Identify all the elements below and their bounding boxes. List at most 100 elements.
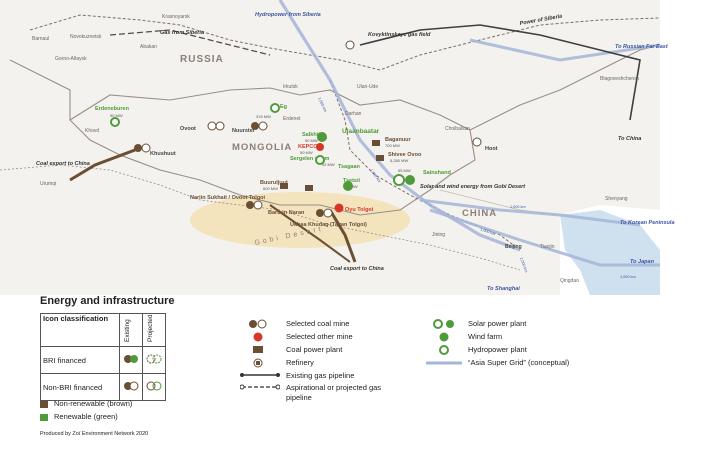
annotation-coal-export-south: Coal export to China — [330, 266, 384, 272]
project-label: Sainshand — [423, 170, 451, 176]
selected-other-mine-icon — [316, 143, 324, 151]
place-label: Khovd — [85, 128, 99, 134]
project-label: Eg — [280, 104, 287, 110]
gobi-desert-area — [190, 192, 410, 248]
country-mongolia: MONGOLIA — [232, 142, 292, 153]
bri-existing-cell — [119, 346, 143, 374]
place-label: Hoot — [485, 146, 498, 152]
col-existing-label: Existing — [124, 319, 131, 342]
grid-distance-label: 1,000 km — [519, 257, 528, 273]
icon-classification-header: Icon classification — [40, 313, 120, 347]
place-label: Beijing — [505, 244, 522, 250]
project-capacity: 50 MW — [300, 150, 313, 155]
grid-distance-label: 1,000 km — [317, 97, 327, 113]
super-grid-east — [419, 198, 641, 227]
energy-map: RUSSIA MONGOLIA CHINA Gobi Desert Krasno… — [0, 0, 675, 295]
project-label: Baruun Naran — [268, 210, 305, 216]
place-label: Urumqi — [40, 181, 56, 187]
coal-power-plant-legend-icon — [253, 346, 263, 353]
coal-mine-icon — [345, 40, 355, 50]
grid-distance-label: 1,000 km — [510, 205, 526, 209]
legend-item-existing-gas-pipeline: Existing gas pipeline — [286, 371, 355, 380]
bri-existing-icon — [124, 355, 138, 363]
legend-item-projected-gas-pipeline: Aspirational or projected gas pipeline — [286, 383, 382, 402]
coal-power-plant-icon — [305, 185, 313, 191]
legend-item-hydropower: Hydropower plant — [468, 345, 527, 354]
coal-mine-legend-icon — [249, 319, 267, 329]
mongolia-border — [69, 87, 476, 216]
legend-item-wind: Wind farm — [468, 332, 503, 341]
project-label: Buuruljuut — [260, 180, 288, 186]
coal-mine-icon — [207, 121, 225, 131]
legend-item-coal-mine: Selected coal mine — [286, 319, 350, 328]
place-label: Tsagaan — [338, 164, 361, 170]
legend-item-refinery: Refinery — [286, 358, 314, 367]
wind-farm-icon — [317, 132, 327, 142]
project-label: Erdeneburen — [95, 106, 130, 112]
annotation-to-shanghai: To Shanghai — [487, 286, 520, 292]
place-label: Jining — [432, 232, 445, 238]
non-bri-projected-icon — [146, 381, 162, 391]
russia-kaz-border — [9, 59, 71, 120]
hydropower-icon — [110, 117, 120, 127]
coal-export-arrow-south — [328, 209, 357, 263]
map-legend: Energy and infrastructure Icon classific… — [0, 295, 709, 458]
project-label: Oyu Tolgoi — [345, 207, 374, 213]
project-label: Sergelen soum — [290, 156, 330, 162]
place-label: Irkutsk — [283, 84, 298, 90]
col-projected: Projected — [142, 313, 166, 347]
hydropower-icon — [270, 103, 280, 113]
coal-mine-icon — [316, 208, 333, 218]
place-label: Abakan — [140, 44, 157, 50]
icon-classification-table: Icon classification Existing Projected B… — [40, 313, 166, 401]
project-label: Baganuur — [385, 137, 412, 143]
renewable-label: Renewable (green) — [54, 412, 118, 421]
legend-item-coal-power-plant: Coal power plant — [286, 345, 343, 354]
place-label: Darhan — [345, 111, 362, 117]
project-label: KEPCO — [298, 144, 318, 150]
country-china: CHINA — [462, 208, 497, 219]
solar-plant-icon — [315, 155, 325, 165]
place-label: Tianjin — [540, 244, 555, 250]
russia-china-border — [469, 44, 661, 131]
country-russia: RUSSIA — [180, 54, 224, 65]
annotation-to-korean-peninsula: To Korean Peninsula — [620, 220, 675, 226]
project-capacity: 90 MW — [110, 113, 123, 118]
super-grid-russia — [469, 38, 661, 62]
place-label: Gorno-Altaysk — [55, 56, 87, 62]
nonrenewable-swatch — [40, 401, 48, 408]
project-capacity: 50 MW — [305, 138, 318, 143]
hydropower-legend-icon — [439, 345, 449, 355]
grid-distance-label: 1,000 km — [480, 227, 496, 236]
place-label: Choibalsan — [445, 126, 470, 132]
place-label: Nuurstei — [232, 128, 255, 134]
col-projected-label: Projected — [147, 314, 154, 342]
row-bri: BRI financed — [40, 346, 120, 374]
project-capacity: 55 MW — [398, 168, 411, 173]
place-label: Erdenet — [283, 116, 301, 122]
place-label: Blagoveshchensk — [600, 76, 640, 82]
row-non-bri: Non-BRI financed — [40, 373, 120, 401]
legend-title: Energy and infrastructure — [40, 295, 175, 307]
place-label: Ovoot — [180, 126, 196, 132]
annotation-gas-siberia: Gas from Siberia — [160, 30, 204, 36]
annotation-to-japan: To Japan — [630, 259, 655, 265]
projected-gas-pipeline-legend-icon — [240, 384, 280, 390]
annotation-coal-export-west: Coal export to China — [36, 161, 90, 167]
non-bri-existing-icon — [124, 381, 139, 391]
railway-trans-mongolian — [329, 79, 521, 251]
legend-item-other-mine: Selected other mine — [286, 332, 353, 341]
col-existing: Existing — [119, 313, 143, 347]
place-label: Barnaul — [32, 36, 49, 42]
super-grid-legend-icon — [426, 361, 462, 365]
annotation-kovyktinskaya: Kovyktinskaye gas field — [368, 32, 431, 38]
coal-power-plant-icon — [372, 140, 380, 146]
gas-pipeline-power-of-siberia — [359, 24, 641, 121]
super-grid-line — [278, 0, 521, 252]
nonrenewable-label: Non-renewable (brown) — [54, 399, 133, 408]
sea — [560, 210, 660, 295]
project-label: Shivee Ovoo — [388, 152, 422, 158]
wind-farm-icon — [343, 181, 353, 191]
coal-mine-icon — [472, 137, 482, 147]
coal-mine-icon — [134, 143, 151, 153]
